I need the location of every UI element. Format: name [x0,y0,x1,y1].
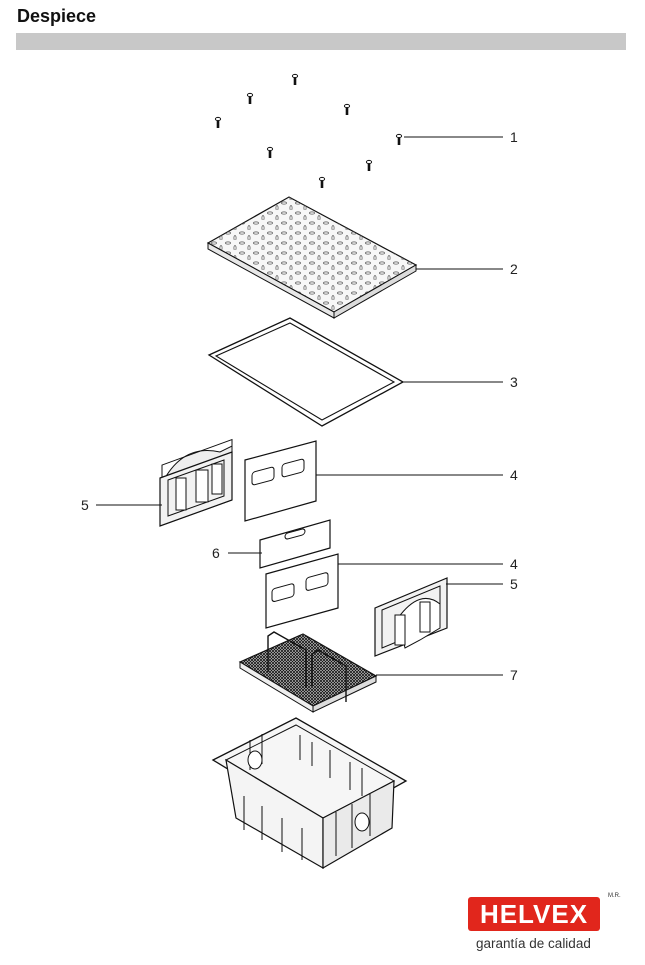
screw-icon [343,103,351,117]
screws-group [214,73,403,190]
callout-number-5-left: 5 [81,497,89,513]
helvex-logo: HELVEX M.R. garantía de calidad [468,893,628,959]
logo-registered-mark: M.R. [608,893,621,899]
gasket-frame [207,317,405,427]
callout-number-3: 3 [510,374,518,390]
divider-plate [259,519,331,569]
title-divider-bar [16,33,626,50]
partition-plate-upper [244,440,317,522]
screw-icon [266,146,274,160]
diamond-plate-cover [206,196,418,319]
mesh-tray [238,631,378,713]
logo-red-box [468,897,600,931]
screw-icon [214,116,222,130]
screw-icon [365,159,373,173]
screw-icon [395,133,403,147]
callout-number-4-upper: 4 [510,467,518,483]
callout-number-6: 6 [212,545,220,561]
register-box-body [211,717,408,870]
leader-lines [96,136,503,676]
page-title: Despiece [17,6,97,26]
callout-number-4-lower: 4 [510,556,518,572]
logo-tagline: garantía de calidad [476,936,591,951]
screw-icon [246,92,254,106]
screw-icon [291,73,299,87]
callout-number-1: 1 [510,129,518,145]
logo-brand-name: HELVEX [479,899,589,929]
side-plate-left [159,438,233,527]
side-plate-right [374,577,448,657]
callout-number-7: 7 [510,667,518,683]
callout-number-2: 2 [510,261,518,277]
screw-icon [318,176,326,190]
callout-number-5-right: 5 [510,576,518,592]
partition-plate-lower [265,553,339,629]
